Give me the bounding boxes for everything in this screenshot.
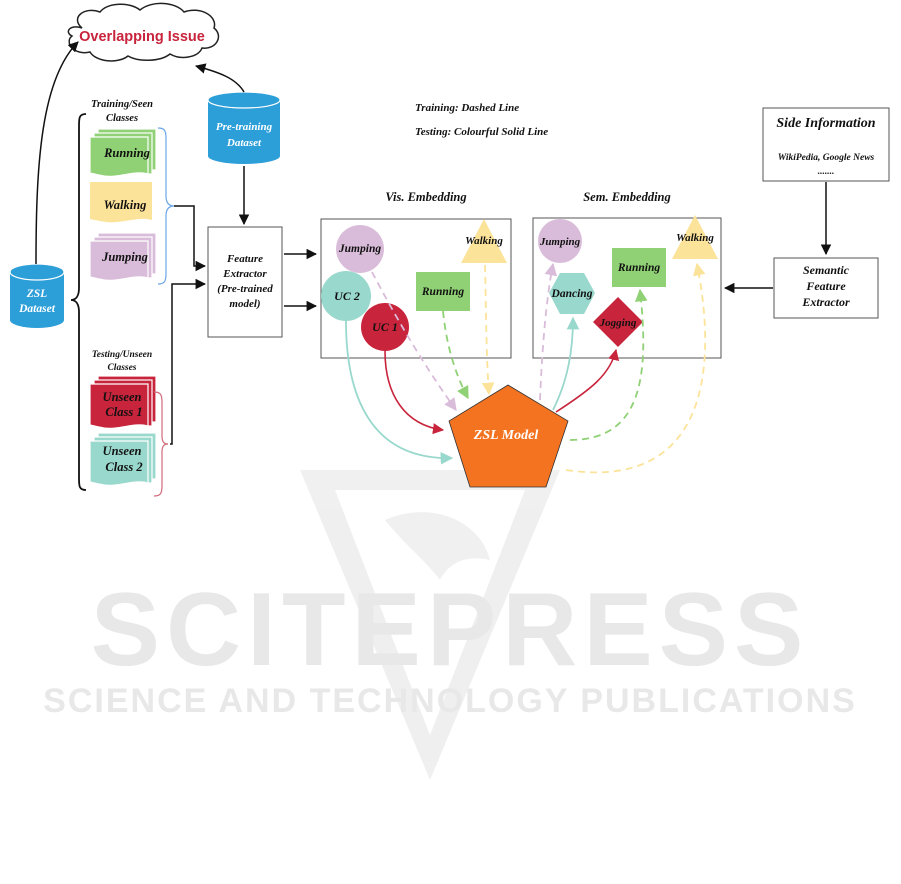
- unseen-class-1-line2: Class 1: [105, 405, 142, 419]
- feature-extractor-line1: Feature: [226, 253, 263, 265]
- arrow-zsl-to-cloud: [35, 41, 79, 265]
- seen-class-walking: Walking: [90, 182, 152, 223]
- seen-class-running-label: Running: [103, 146, 150, 160]
- side-info-sources: WikiPedia, Google News: [778, 153, 875, 163]
- flow-vis-uc2-testing: [345, 320, 454, 465]
- watermark-triangle: [300, 470, 560, 780]
- zsl-model-label: ZSL Model: [473, 428, 539, 443]
- flow-vis-walking-training: [481, 264, 495, 396]
- watermark-tagline: SCIENCE AND TECHNOLOGY PUBLICATIONS: [43, 682, 857, 720]
- sem-node-jogging-label: Jogging: [599, 317, 637, 329]
- semantic-extractor-line2: Feature: [805, 279, 846, 293]
- flow-sem-jogging-testing: [555, 348, 620, 413]
- seen-class-running: Running: [89, 128, 157, 177]
- sem-node-walking-label: Walking: [676, 232, 714, 244]
- legend-testing: Testing: Colourful Solid Line: [415, 126, 548, 138]
- vis-embedding-title: Vis. Embedding: [385, 190, 466, 204]
- pretraining-dataset-line1: Pre-training: [216, 121, 273, 133]
- flow-vis-uc1-testing: [384, 350, 445, 435]
- side-information: Side Information WikiPedia, Google News …: [762, 107, 890, 182]
- pretraining-dataset-line2: Dataset: [226, 137, 262, 149]
- sem-node-dancing: [549, 273, 595, 314]
- unseen-class-2-line1: Unseen: [103, 444, 142, 458]
- zsl-model-pentagon: [448, 384, 569, 488]
- testing-title-2: Classes: [107, 363, 136, 373]
- flow-vis-jumping-training: [371, 271, 457, 412]
- vis-node-uc1-label: UC 1: [372, 320, 398, 334]
- sem-node-jumping-label: Jumping: [539, 236, 581, 248]
- training-title-2: Classes: [106, 113, 138, 124]
- cloud-title: Overlapping Issue: [79, 29, 205, 45]
- zsl-dataset-cylinder: ZSL Dataset: [9, 263, 65, 328]
- vis-node-walking: [461, 219, 507, 263]
- side-info-title: Side Information: [776, 116, 875, 131]
- sem-node-jogging: [593, 297, 643, 347]
- vis-node-uc2-label: UC 2: [334, 289, 360, 303]
- sem-node-walking: [672, 215, 718, 259]
- training-title-1: Training/Seen: [91, 99, 153, 110]
- seen-class-jumping-label: Jumping: [101, 250, 148, 264]
- feature-extractor-line3: (Pre-trained: [217, 283, 273, 295]
- testing-title-1: Testing/Unseen: [92, 350, 152, 360]
- vis-node-running-label: Running: [421, 286, 464, 298]
- seen-class-jumping: Jumping: [89, 232, 157, 281]
- vis-node-uc2: [321, 271, 371, 321]
- zsl-dataset-line1: ZSL: [26, 288, 47, 300]
- seen-class-walking-label: Walking: [104, 198, 147, 212]
- unseen-class-2: Unseen Class 2: [89, 432, 157, 486]
- vis-node-running: [416, 272, 470, 311]
- arrow-pretrain-to-cloud: [194, 63, 245, 93]
- semantic-feature-extractor: Semantic Feature Extractor: [773, 257, 879, 319]
- overlapping-issue-cloud: Overlapping Issue: [67, 2, 220, 62]
- flow-sem-dancing-testing: [552, 316, 580, 411]
- vis-node-uc1: [361, 303, 409, 351]
- unseen-class-1-line1: Unseen: [103, 390, 142, 404]
- unseen-classes-brace: [153, 391, 169, 497]
- legend-training: Training: Dashed Line: [415, 102, 519, 114]
- vis-node-walking-label: Walking: [465, 235, 503, 247]
- watermark: SCITEPRESS SCIENCE AND TECHNOLOGY PUBLIC…: [43, 470, 857, 780]
- arrow-seen-to-extractor: [174, 205, 207, 272]
- flow-sem-jumping-training: [539, 262, 558, 401]
- vis-node-jumping-label: Jumping: [338, 243, 381, 255]
- dataset-brace: [70, 113, 87, 491]
- sem-node-dancing-label: Dancing: [551, 288, 593, 300]
- feature-extractor: Feature Extractor (Pre-trained model): [207, 226, 283, 338]
- flow-sem-walking-training: [565, 262, 706, 474]
- flow-sem-running-training: [569, 288, 648, 441]
- semantic-extractor-line3: Extractor: [801, 295, 850, 309]
- unseen-class-2-line2: Class 2: [105, 460, 142, 474]
- feature-extractor-line2: Extractor: [222, 268, 267, 280]
- vis-node-jumping: [336, 225, 384, 273]
- watermark-feather: [385, 512, 490, 580]
- sem-node-running: [612, 248, 666, 287]
- sem-node-running-label: Running: [617, 262, 660, 274]
- feature-extractor-line4: model): [229, 298, 260, 310]
- watermark-brand: SCITEPRESS: [91, 572, 810, 688]
- unseen-class-1: Unseen Class 1: [89, 375, 157, 429]
- zsl-dataset-line2: Dataset: [18, 303, 56, 315]
- seen-classes-brace: [157, 127, 175, 285]
- side-info-more: .......: [818, 167, 835, 177]
- sem-embedding-title: Sem. Embedding: [583, 190, 671, 204]
- pretraining-dataset-cylinder: Pre-training Dataset: [207, 91, 281, 164]
- arrow-unseen-to-extractor: [170, 278, 207, 445]
- sem-node-jumping: [538, 219, 582, 263]
- semantic-extractor-line1: Semantic: [803, 263, 850, 277]
